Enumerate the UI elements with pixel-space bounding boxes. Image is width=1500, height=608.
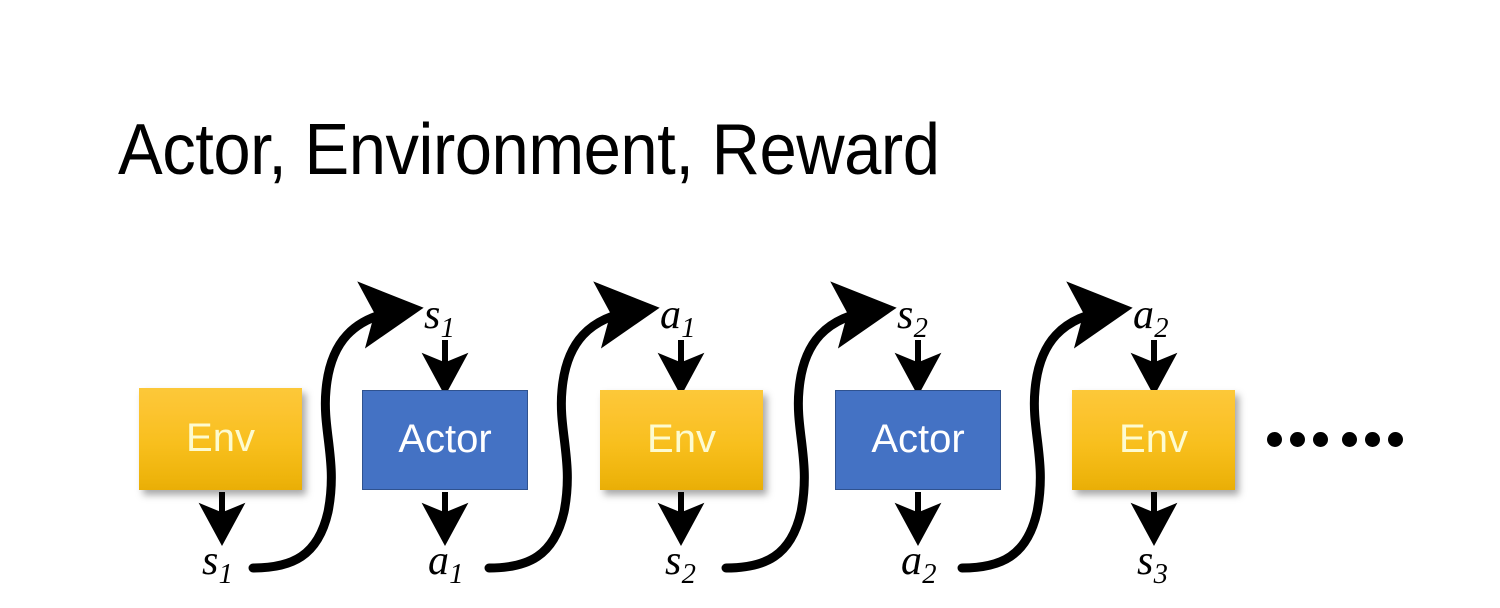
label-base: s [897, 292, 914, 338]
node-env-1[interactable]: Env [139, 388, 302, 490]
node-env-3[interactable]: Env [1072, 390, 1235, 490]
label-subscript: 1 [218, 558, 233, 590]
ellipsis-dot [1267, 432, 1282, 447]
label-subscript: 1 [440, 312, 455, 344]
ellipsis-dot [1313, 432, 1328, 447]
label-state-s1-top: s1 [424, 294, 455, 343]
label-action-a2-top: a2 [1133, 294, 1169, 343]
label-subscript: 1 [681, 312, 696, 344]
ellipsis-dot [1290, 432, 1305, 447]
label-base: a [901, 538, 922, 584]
label-subscript: 1 [449, 558, 464, 590]
label-action-a2-bottom: a2 [901, 540, 937, 589]
node-label: Actor [398, 417, 492, 461]
ellipsis-continuation [1267, 432, 1403, 447]
label-base: s [665, 538, 682, 584]
label-subscript: 2 [922, 558, 937, 590]
label-base: a [1133, 292, 1154, 338]
label-action-a1-top: a1 [660, 294, 696, 343]
node-env-2[interactable]: Env [600, 390, 763, 490]
ellipsis-dot [1365, 432, 1380, 447]
label-subscript: 2 [1154, 312, 1169, 344]
label-base: a [660, 292, 681, 338]
label-base: s [1137, 538, 1154, 584]
node-label: Env [1119, 417, 1188, 461]
label-base: s [424, 292, 441, 338]
node-label: Env [647, 417, 716, 461]
node-actor-2[interactable]: Actor [835, 390, 1001, 490]
label-subscript: 2 [681, 558, 696, 590]
ellipsis-dot [1388, 432, 1403, 447]
label-state-s2-bottom: s2 [665, 540, 696, 589]
label-subscript: 3 [1153, 558, 1168, 590]
node-label: Env [186, 416, 255, 460]
label-subscript: 2 [913, 312, 928, 344]
label-state-s3-bottom: s3 [1137, 540, 1168, 589]
page-title: Actor, Environment, Reward [118, 110, 940, 190]
label-state-s1-bottom: s1 [202, 540, 233, 589]
label-state-s2-top: s2 [897, 294, 928, 343]
label-base: s [202, 538, 219, 584]
node-label: Actor [871, 417, 965, 461]
label-action-a1-bottom: a1 [428, 540, 464, 589]
node-actor-1[interactable]: Actor [362, 390, 528, 490]
ellipsis-dot [1342, 432, 1357, 447]
label-base: a [428, 538, 449, 584]
